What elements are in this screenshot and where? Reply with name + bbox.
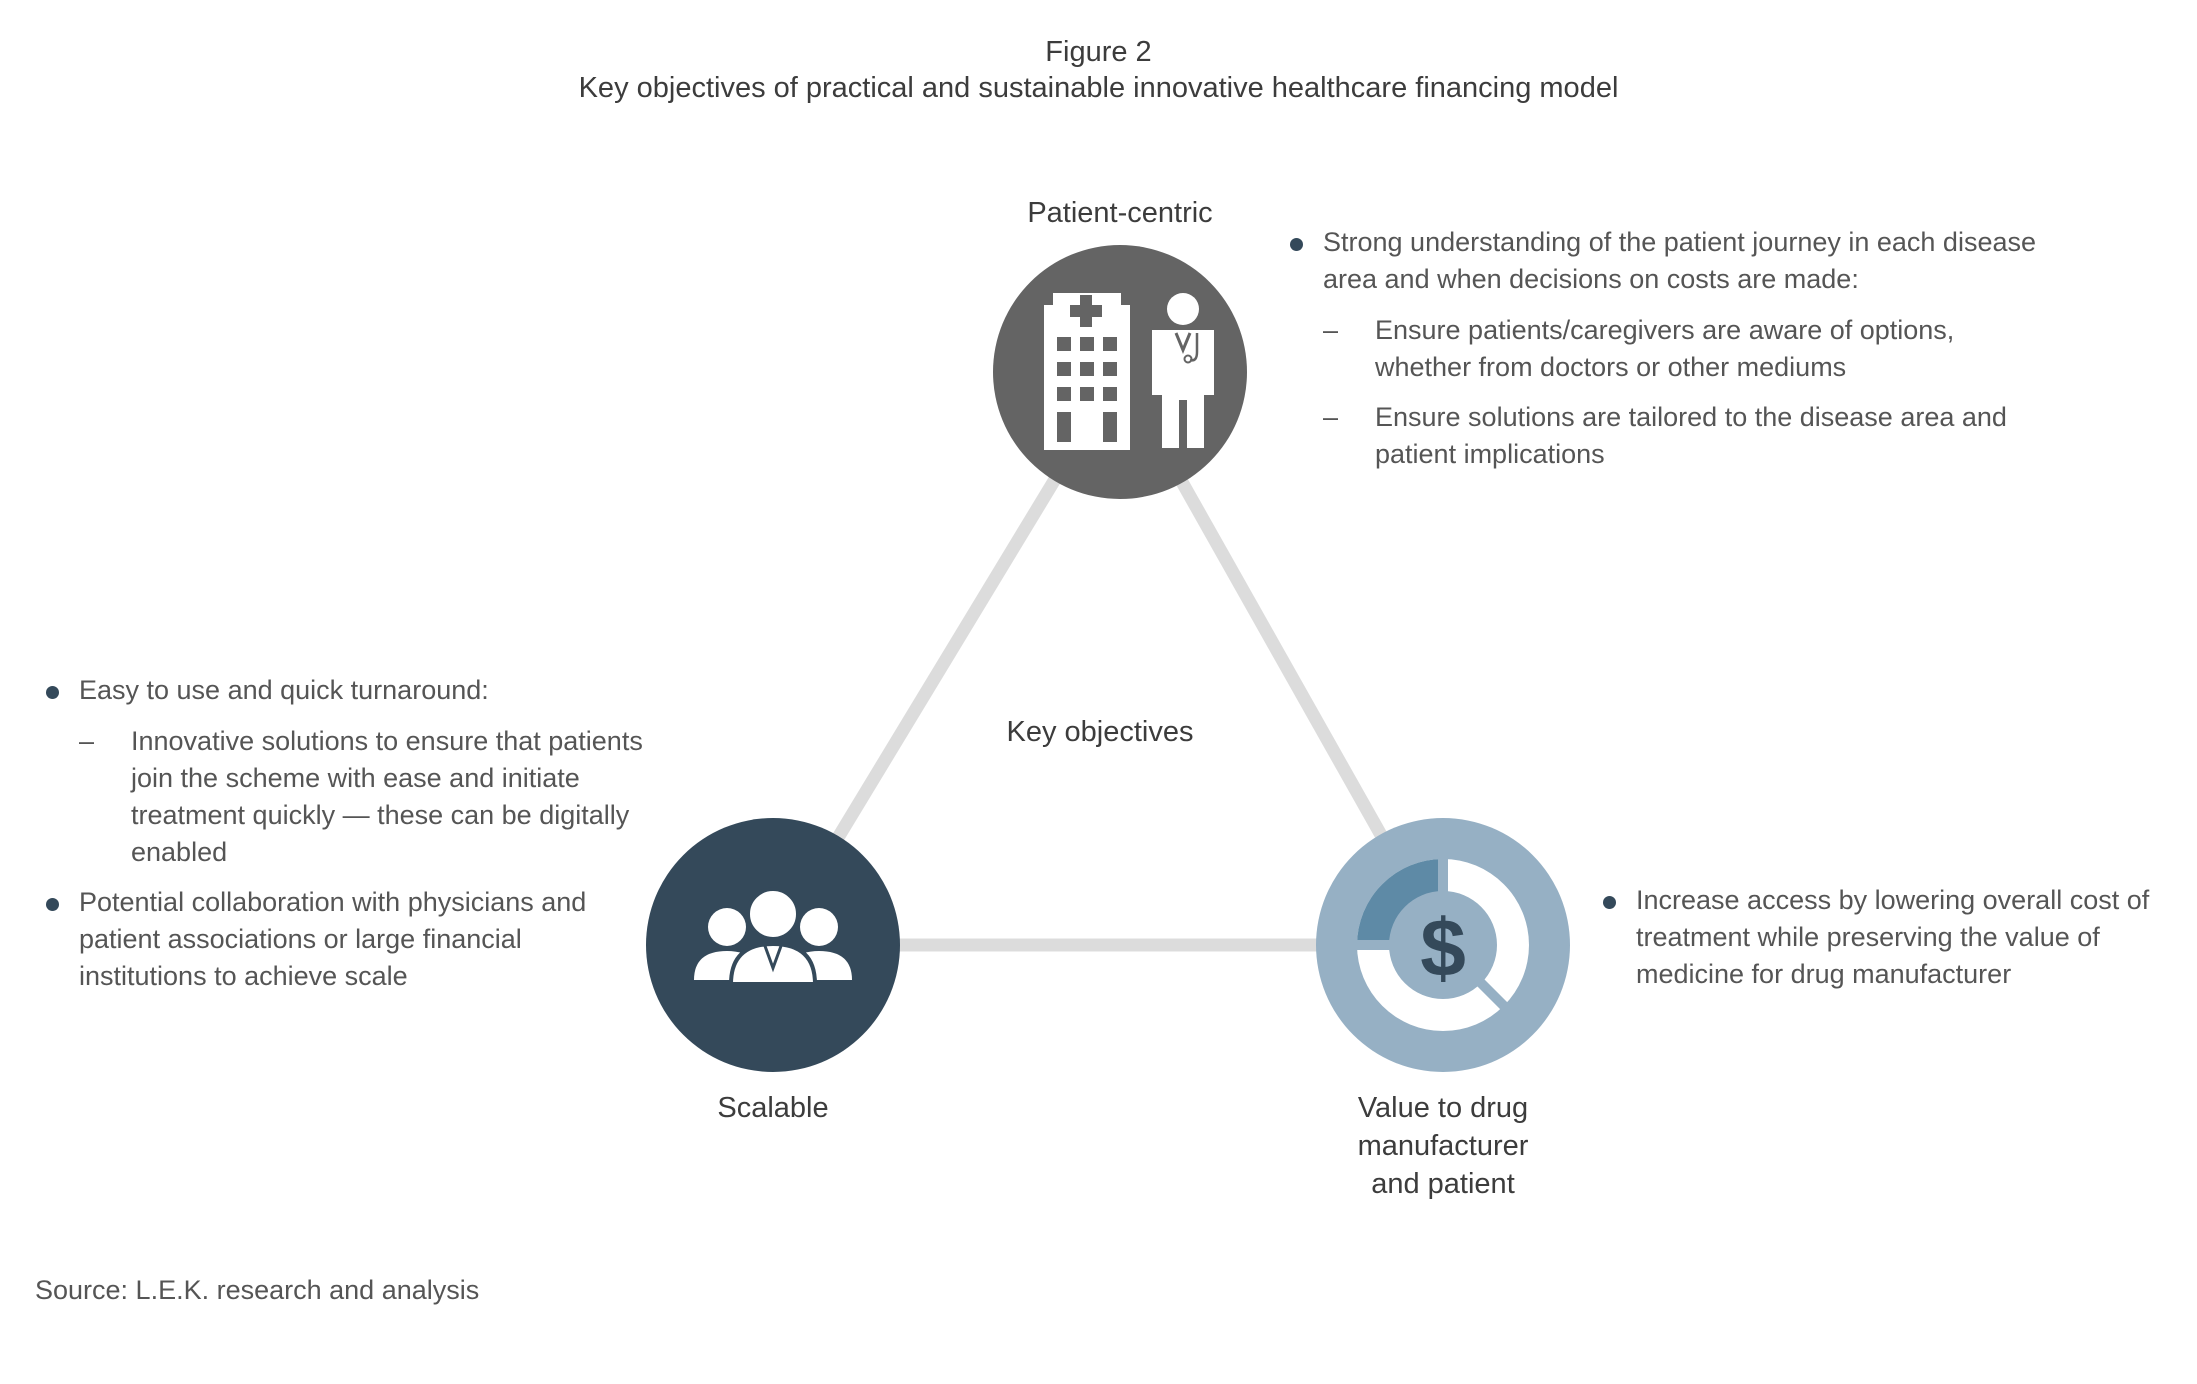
dash-glyph: –	[79, 726, 95, 756]
sub-bullet-text: Ensure patients/caregivers are aware of …	[1375, 315, 1955, 382]
center-label: Key objectives	[1006, 716, 1194, 748]
sub-bullet-text: Innovative solutions to ensure that pati…	[131, 726, 643, 867]
bullet-dot	[46, 898, 59, 911]
sub-bullet-item: – Ensure solutions are tailored to the d…	[1288, 399, 2068, 473]
patient-centric-bullets: Strong understanding of the patient jour…	[1288, 224, 2068, 486]
dollar-icon: $	[1420, 903, 1466, 994]
bullet-item: Potential collaboration with physicians …	[44, 884, 619, 995]
people-group-icon	[694, 887, 852, 986]
hospital-doctor-icon	[1044, 293, 1214, 450]
dash-glyph: –	[1323, 315, 1339, 345]
figure-title: Key objectives of practical and sustaina…	[578, 72, 1619, 104]
value-label-line: and patient	[1371, 1168, 1515, 1200]
figure-label: Figure 2	[1045, 36, 1152, 68]
sub-bullet-text: Ensure solutions are tailored to the dis…	[1375, 402, 2007, 469]
value-label-line: Value to drug	[1357, 1092, 1529, 1124]
source-note: Source: L.E.K. research and analysis	[35, 1275, 480, 1305]
sub-bullet-item: – Innovative solutions to ensure that pa…	[44, 723, 674, 871]
bullet-text: Easy to use and quick turnaround:	[79, 675, 489, 705]
scalable-bullets: Easy to use and quick turnaround: – Inno…	[44, 672, 674, 1009]
sub-bullet-item: – Ensure patients/caregivers are aware o…	[1288, 312, 2068, 386]
value-label: Value to drug manufacturer and patient	[1293, 1089, 1593, 1203]
bullet-dot	[1603, 896, 1616, 909]
value-bullets: Increase access by lowering overall cost…	[1601, 882, 2161, 1007]
patient-centric-label: Patient-centric	[1027, 197, 1213, 229]
bullet-dot	[1290, 238, 1303, 251]
value-node: $	[1316, 818, 1570, 1072]
patient-centric-node	[993, 245, 1247, 499]
value-label-line: manufacturer	[1357, 1130, 1529, 1162]
bullet-text: Strong understanding of the patient jour…	[1323, 227, 2036, 294]
dash-glyph: –	[1323, 402, 1339, 432]
bullet-text: Potential collaboration with physicians …	[79, 887, 587, 991]
bullet-item: Strong understanding of the patient jour…	[1288, 224, 2068, 298]
bullet-item: Increase access by lowering overall cost…	[1601, 882, 2161, 993]
bullet-item: Easy to use and quick turnaround:	[44, 672, 674, 709]
bullet-dot	[46, 686, 59, 699]
scalable-node	[646, 818, 900, 1072]
bullet-text: Increase access by lowering overall cost…	[1636, 885, 2150, 989]
scalable-label: Scalable	[717, 1092, 829, 1124]
